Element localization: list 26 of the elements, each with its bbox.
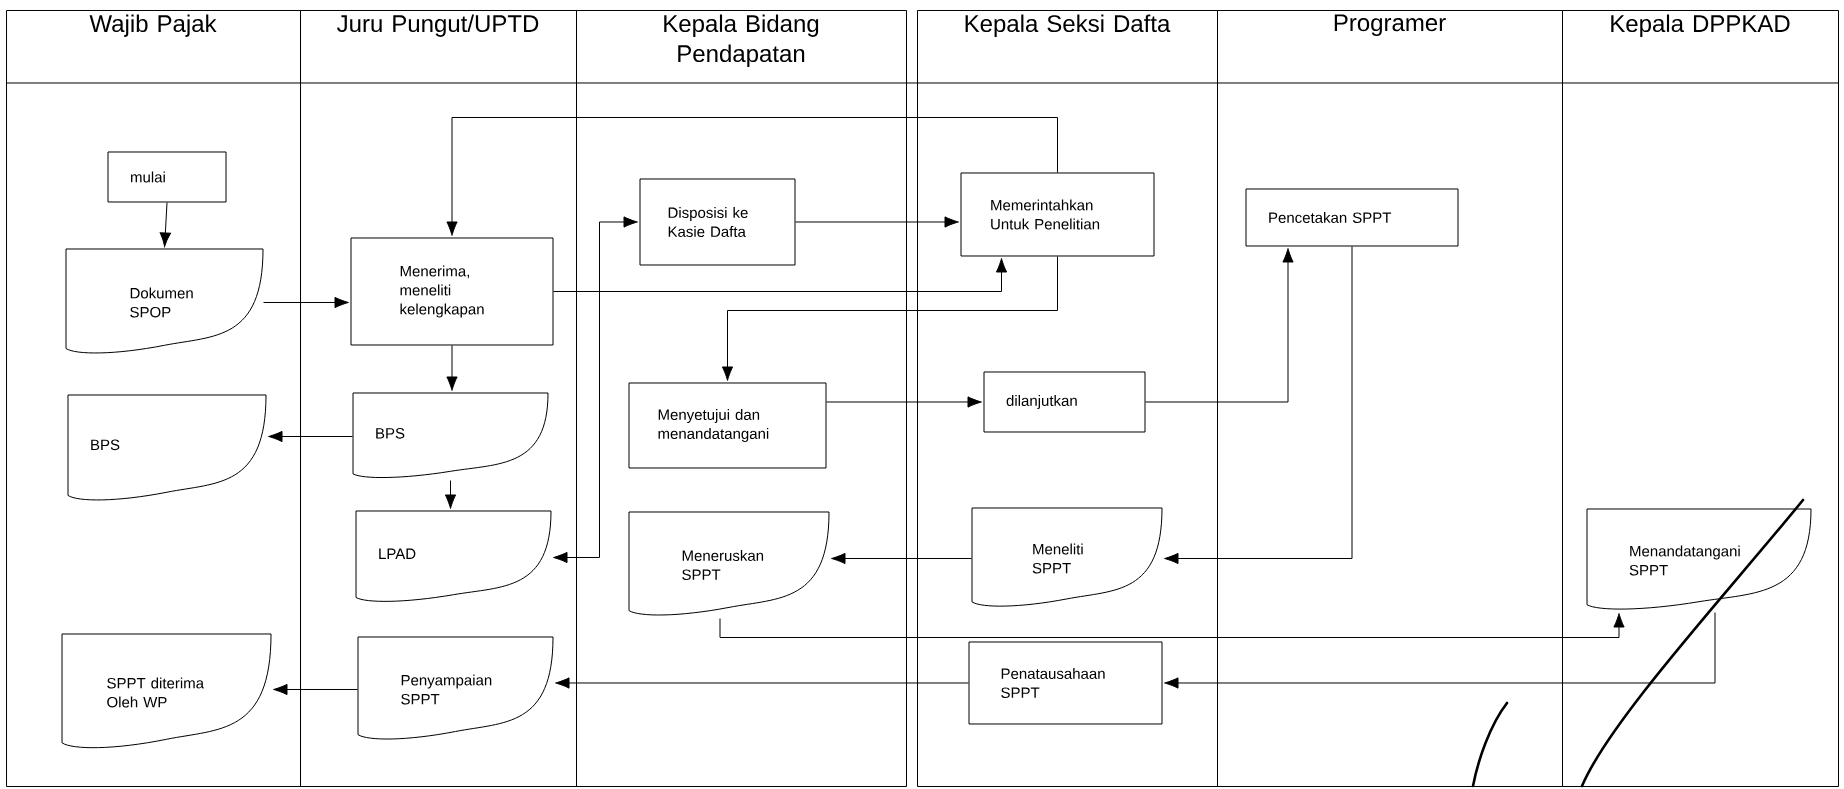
arrow <box>721 256 1058 381</box>
arrow <box>553 216 638 564</box>
process-box: Penatausahaan SPPT <box>968 641 1163 725</box>
arrow <box>1145 248 1294 403</box>
arrow <box>263 296 349 309</box>
arrow <box>555 677 969 689</box>
process-box: Disposisi ke Kasie Dafta <box>639 178 796 266</box>
process-box: Menerima, meneliti kelengkapan <box>350 237 554 346</box>
arrow <box>1164 612 1716 689</box>
arrow <box>719 613 1625 638</box>
process-box: Menyetujui dan menandatangani <box>628 382 827 469</box>
arrow <box>268 430 353 443</box>
arrow <box>446 345 458 391</box>
arrow <box>826 396 982 408</box>
process-box: mulai <box>107 151 227 203</box>
arrow <box>553 258 1008 292</box>
arrow <box>795 216 959 228</box>
arrow <box>446 117 1058 236</box>
arrow <box>159 202 171 247</box>
arrow <box>1164 246 1353 565</box>
arrow <box>831 552 972 565</box>
process-box: dilanjutkan <box>983 371 1146 433</box>
arrow <box>444 480 457 509</box>
process-box: Pencetakan SPPT <box>1245 188 1459 247</box>
arrow <box>273 683 358 696</box>
process-box: Memerintahkan Untuk Penelitian <box>960 172 1155 257</box>
